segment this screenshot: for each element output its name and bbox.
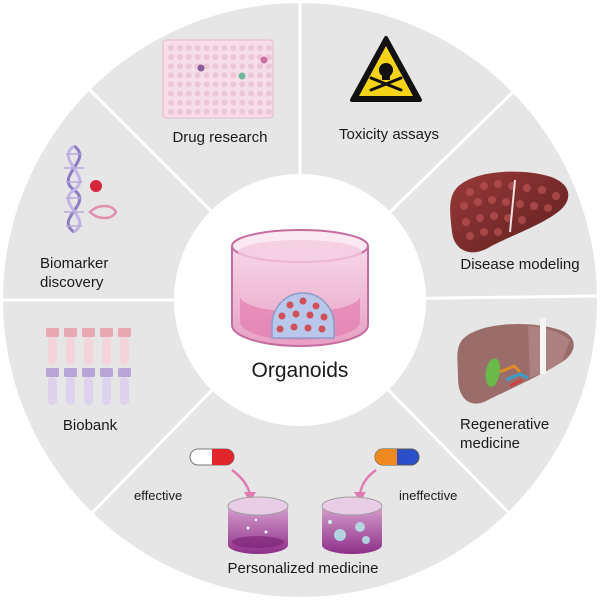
pill-capsule-icon [189, 448, 235, 466]
label-effective: effective [134, 488, 183, 503]
segment-label-drug-research: Drug research [172, 129, 268, 146]
segment-label-regenerative-line1: Regenerative [460, 416, 550, 433]
segment-label-regenerative-line2: medicine [460, 435, 521, 452]
toxic-warning-icon [350, 36, 422, 102]
diseased-liver-icon [450, 171, 569, 253]
segment-dividers [3, 3, 598, 515]
dna-helix-icon [64, 144, 118, 234]
segment-label-personalized-medicine: Personalized medicine [227, 560, 379, 577]
petri-dish-icon [231, 229, 369, 347]
sample-tubes-icon [46, 328, 131, 405]
segment-label-biomarker-line1: Biomarker [40, 255, 109, 272]
center-label-organoids: Organoids [251, 359, 349, 382]
regenerating-liver-icon [457, 318, 574, 404]
segment-label-toxicity-assays: Toxicity assays [338, 126, 440, 143]
segment-label-biomarker-line2: discovery [40, 274, 104, 291]
culture-cup-icon [321, 496, 383, 554]
culture-cup-icon [227, 496, 289, 554]
well-plate-icon [162, 39, 274, 119]
label-ineffective: ineffective [399, 488, 458, 503]
arrow-icon [231, 468, 377, 495]
segment-label-biobank: Biobank [62, 417, 118, 434]
pill-capsule-icon [374, 448, 420, 466]
segment-label-disease-modeling: Disease modeling [460, 256, 580, 273]
